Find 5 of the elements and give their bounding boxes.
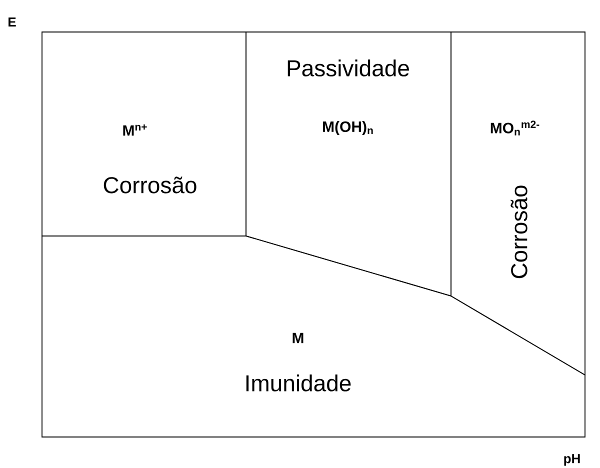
region: Passividade M(OH)$_{n}$ — [246, 32, 452, 297]
region: MO$_{n}$m2- Corrosão — [450, 32, 586, 376]
axis-label: E — [8, 18, 16, 26]
axis-label: pH — [564, 454, 580, 466]
region: M$^{n+}$ Corrosão — [42, 32, 246, 236]
